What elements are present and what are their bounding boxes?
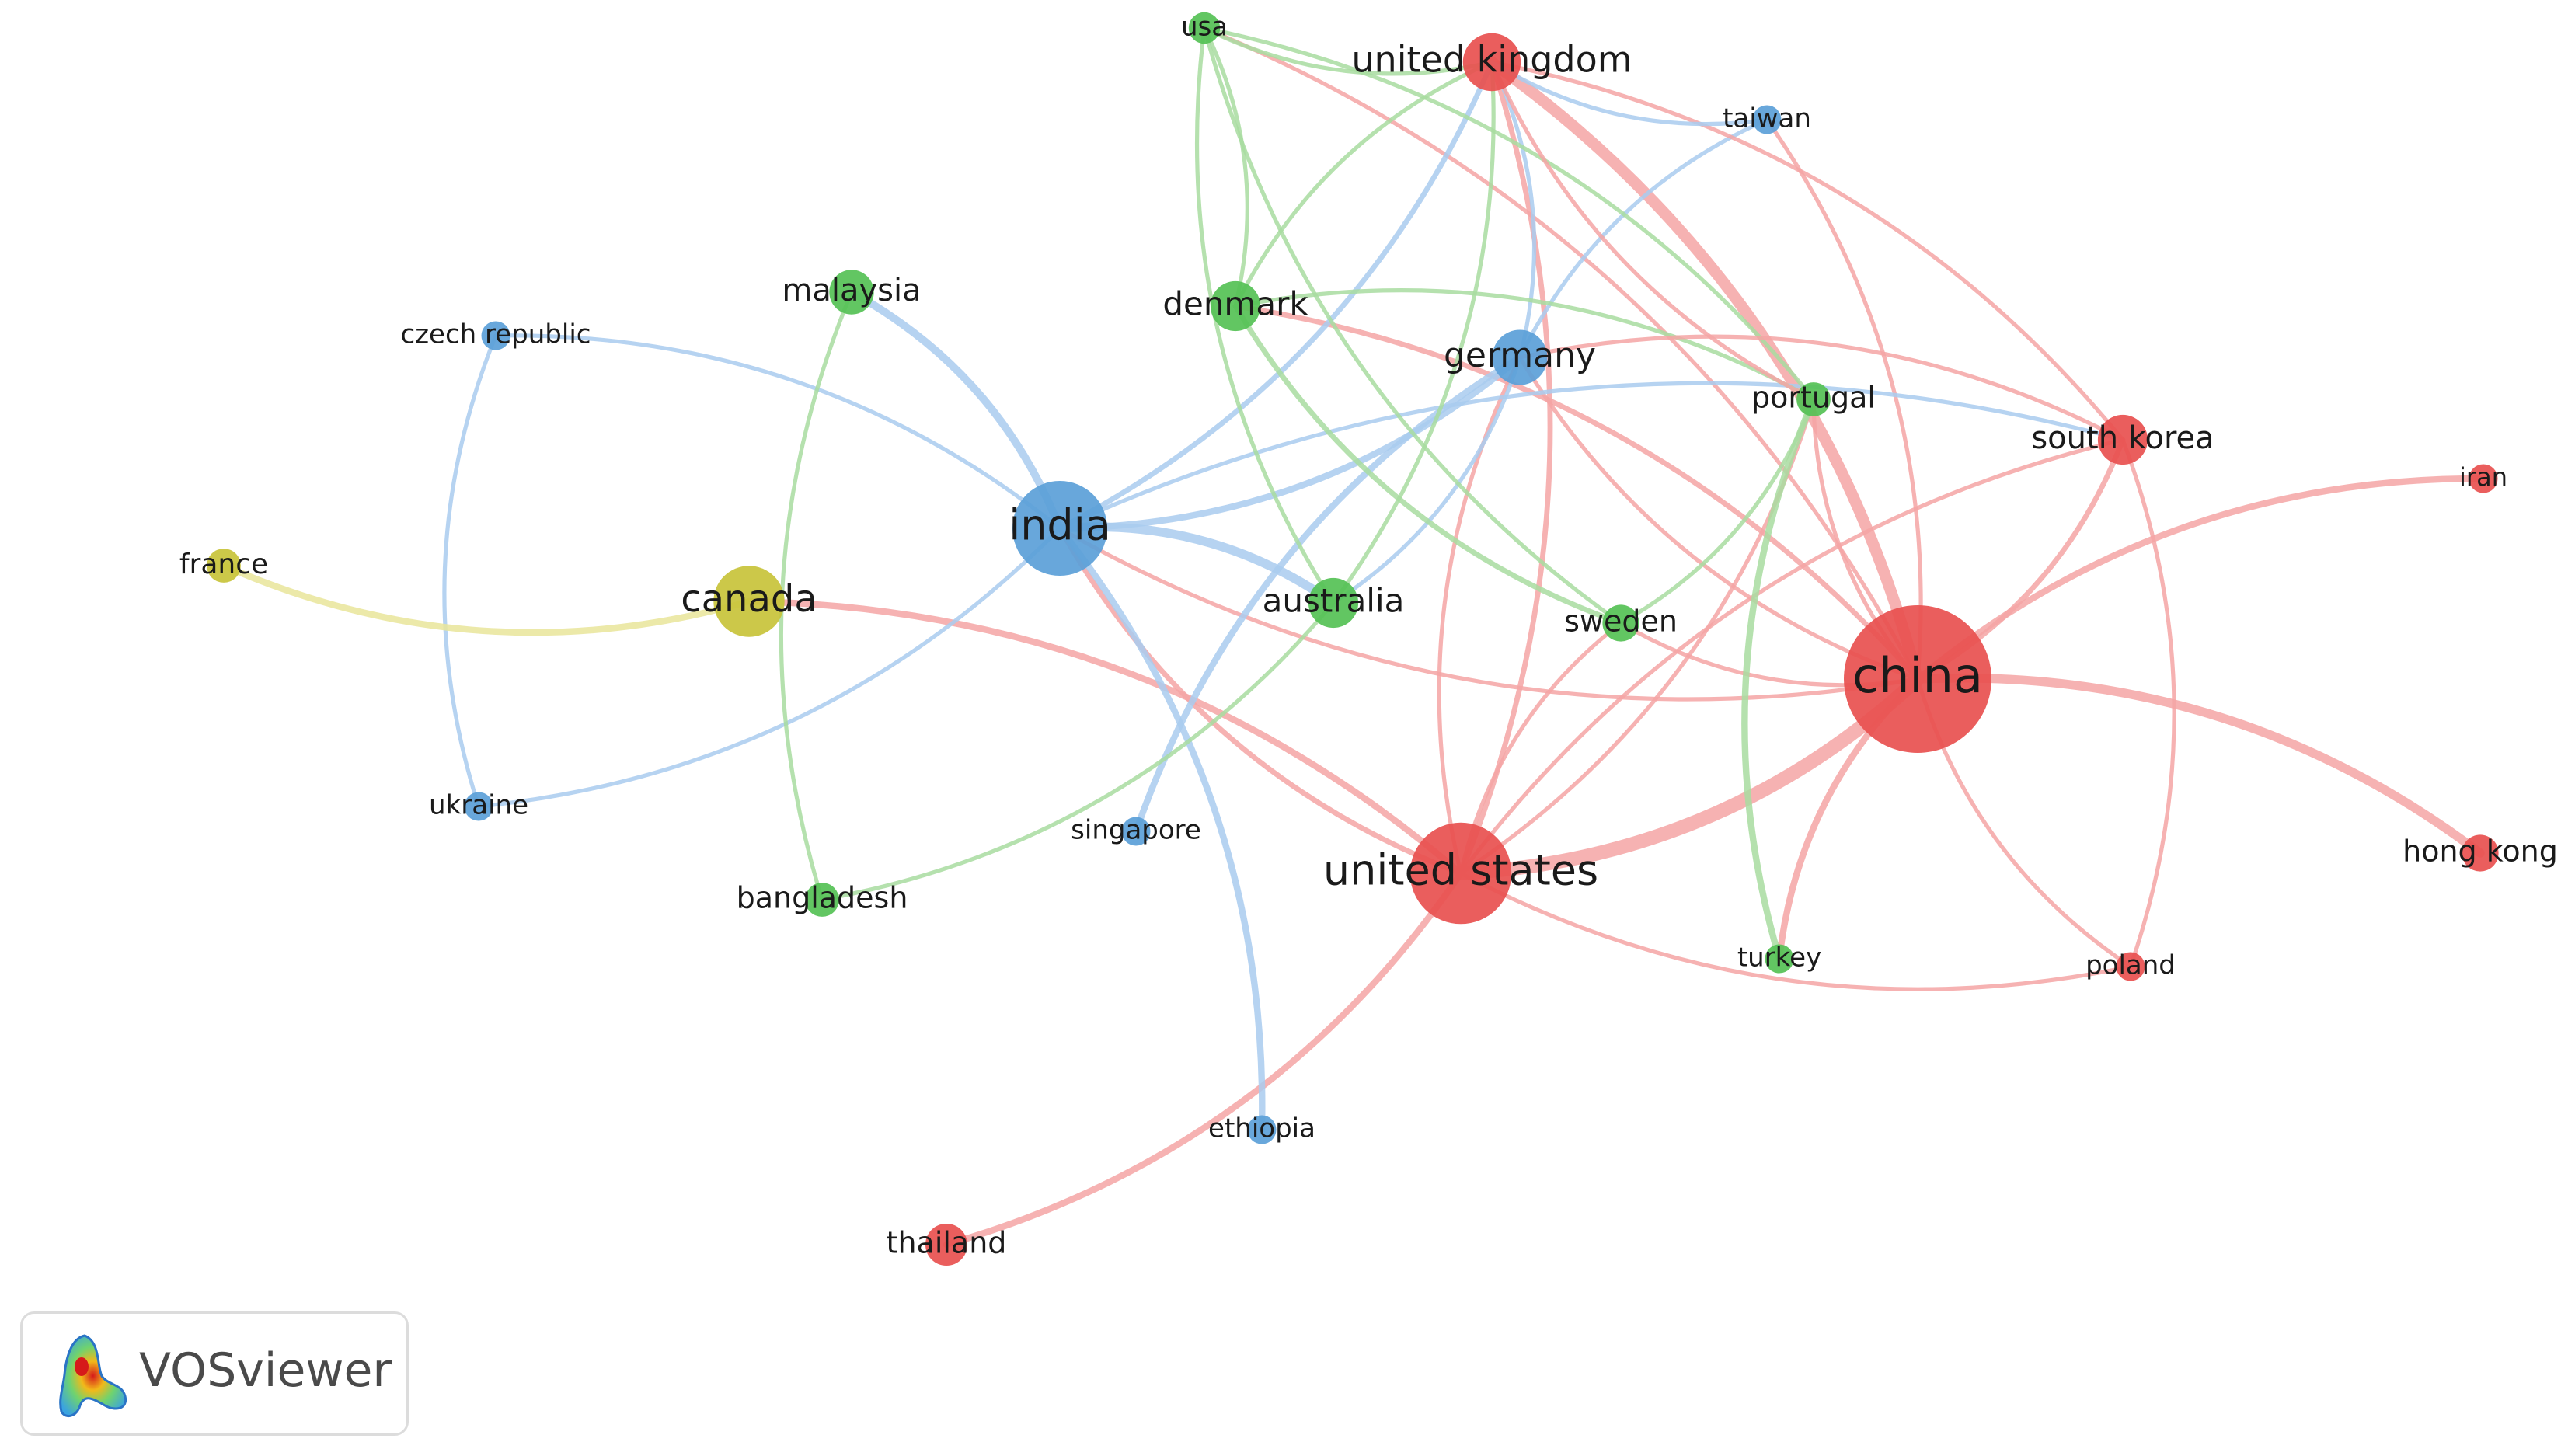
node-south-korea[interactable] xyxy=(2097,414,2148,465)
label-turkey: turkey xyxy=(1737,942,1821,974)
label-bangladesh: bangladesh xyxy=(737,881,908,915)
link-china-hong-kong xyxy=(1913,673,2485,858)
link-china-united-kingdom xyxy=(1486,56,1924,685)
link-germany-taiwan xyxy=(1517,117,1769,360)
link-united-states-united-kingdom xyxy=(1458,59,1553,876)
label-iran: iran xyxy=(2459,462,2507,492)
link-usa-sweden xyxy=(1202,26,1623,625)
link-china-iran xyxy=(1914,475,2487,683)
link-india-united-kingdom xyxy=(1057,59,1495,531)
link-united-states-south-korea xyxy=(1458,437,2125,876)
labels-layer: china united states united kingdom south ko… xyxy=(179,12,2558,1260)
label-australia: australia xyxy=(1263,582,1405,620)
node-poland[interactable] xyxy=(2116,952,2145,981)
link-denmark-sweden xyxy=(1232,303,1624,626)
node-turkey[interactable] xyxy=(1765,944,1794,974)
node-canada[interactable] xyxy=(713,566,785,637)
label-india: india xyxy=(1009,501,1111,550)
link-denmark-united-kingdom xyxy=(1233,60,1494,308)
link-india-czech-republic xyxy=(493,333,1062,531)
link-portugal-turkey xyxy=(1741,395,1817,963)
label-sweden: sweden xyxy=(1564,604,1678,639)
node-iran[interactable] xyxy=(2469,464,2498,493)
node-germany[interactable] xyxy=(1492,329,1548,385)
vosviewer-badge: VOSviewer xyxy=(20,1311,409,1436)
label-ukraine: ukraine xyxy=(429,790,528,821)
label-thailand: thailand xyxy=(887,1226,1007,1260)
label-germany: germany xyxy=(1444,336,1596,375)
link-united-states-poland xyxy=(1458,871,2133,991)
label-france: france xyxy=(179,549,268,580)
node-taiwan[interactable] xyxy=(1752,105,1782,134)
node-sweden[interactable] xyxy=(1602,604,1639,642)
link-germany-australia xyxy=(1331,355,1522,605)
node-czech-republic[interactable] xyxy=(481,321,510,350)
node-thailand[interactable] xyxy=(925,1224,967,1266)
node-france[interactable] xyxy=(207,549,241,583)
link-czech-republic-ukraine xyxy=(442,333,498,809)
node-ukraine[interactable] xyxy=(464,792,493,821)
link-china-united-states xyxy=(1454,672,1925,880)
links-layer xyxy=(220,26,2487,1249)
link-united-states-thailand xyxy=(943,869,1465,1249)
node-usa[interactable] xyxy=(1188,12,1221,44)
link-denmark-usa xyxy=(1202,26,1249,308)
link-south-korea-germany xyxy=(1517,334,2125,442)
vosviewer-brand-name: VOSviewer xyxy=(139,1343,392,1398)
link-portugal-sweden xyxy=(1619,397,1816,625)
link-united-kingdom-portugal xyxy=(1490,60,1816,402)
label-czech-republic: czech republic xyxy=(401,319,591,350)
link-united-states-india xyxy=(1057,525,1464,876)
link-south-korea-poland xyxy=(2120,437,2176,969)
label-united-kingdom: united kingdom xyxy=(1351,39,1632,81)
label-united-states: united states xyxy=(1323,846,1598,895)
link-united-states-germany xyxy=(1437,355,1522,876)
node-malaysia[interactable] xyxy=(829,270,874,315)
link-australia-usa xyxy=(1195,26,1336,605)
nodes-layer xyxy=(207,12,2499,1266)
label-ethiopia: ethiopia xyxy=(1208,1113,1315,1144)
label-usa: usa xyxy=(1181,12,1228,43)
link-usa-united-kingdom xyxy=(1202,26,1494,76)
link-china-taiwan xyxy=(1765,117,1923,681)
link-australia-bangladesh xyxy=(820,601,1336,902)
label-china: china xyxy=(1852,647,1983,704)
link-canada-france xyxy=(220,562,753,636)
link-china-india xyxy=(1058,526,1920,702)
label-poland: poland xyxy=(2085,950,2176,981)
node-india[interactable] xyxy=(1012,481,1107,576)
label-canada: canada xyxy=(681,577,817,621)
label-taiwan: taiwan xyxy=(1723,103,1811,134)
link-germany-singapore xyxy=(1132,354,1524,835)
vosviewer-logo-icon xyxy=(59,1334,127,1418)
link-china-usa xyxy=(1202,26,1920,681)
label-denmark: denmark xyxy=(1162,285,1308,323)
link-china-germany xyxy=(1517,355,1920,681)
label-hong-kong: hong kong xyxy=(2403,834,2558,869)
label-singapore: singapore xyxy=(1071,815,1201,846)
node-australia[interactable] xyxy=(1308,577,1359,629)
link-india-ukraine xyxy=(476,526,1062,809)
label-portugal: portugal xyxy=(1751,381,1876,415)
link-india-south-korea xyxy=(1058,381,2125,531)
link-denmark-portugal xyxy=(1233,287,1816,402)
node-hong-kong[interactable] xyxy=(2462,834,2499,872)
link-united-states-canada xyxy=(745,597,1465,877)
label-malaysia: malaysia xyxy=(782,273,921,308)
link-united-kingdom-south-korea xyxy=(1490,60,2125,442)
node-ethiopia[interactable] xyxy=(1247,1115,1277,1144)
label-south-korea: south korea xyxy=(2031,420,2214,456)
node-denmark[interactable] xyxy=(1210,280,1261,332)
link-india-ethiopia xyxy=(1056,524,1266,1134)
link-taiwan-united-kingdom xyxy=(1490,60,1769,127)
node-portugal[interactable] xyxy=(1796,382,1831,416)
node-united-kingdom[interactable] xyxy=(1462,33,1521,92)
node-china[interactable] xyxy=(1844,605,1991,753)
link-australia-united-kingdom xyxy=(1331,60,1496,605)
node-singapore[interactable] xyxy=(1121,817,1151,846)
node-bangladesh[interactable] xyxy=(805,883,839,917)
node-united-states[interactable] xyxy=(1409,822,1512,925)
link-china-denmark xyxy=(1232,303,1921,682)
